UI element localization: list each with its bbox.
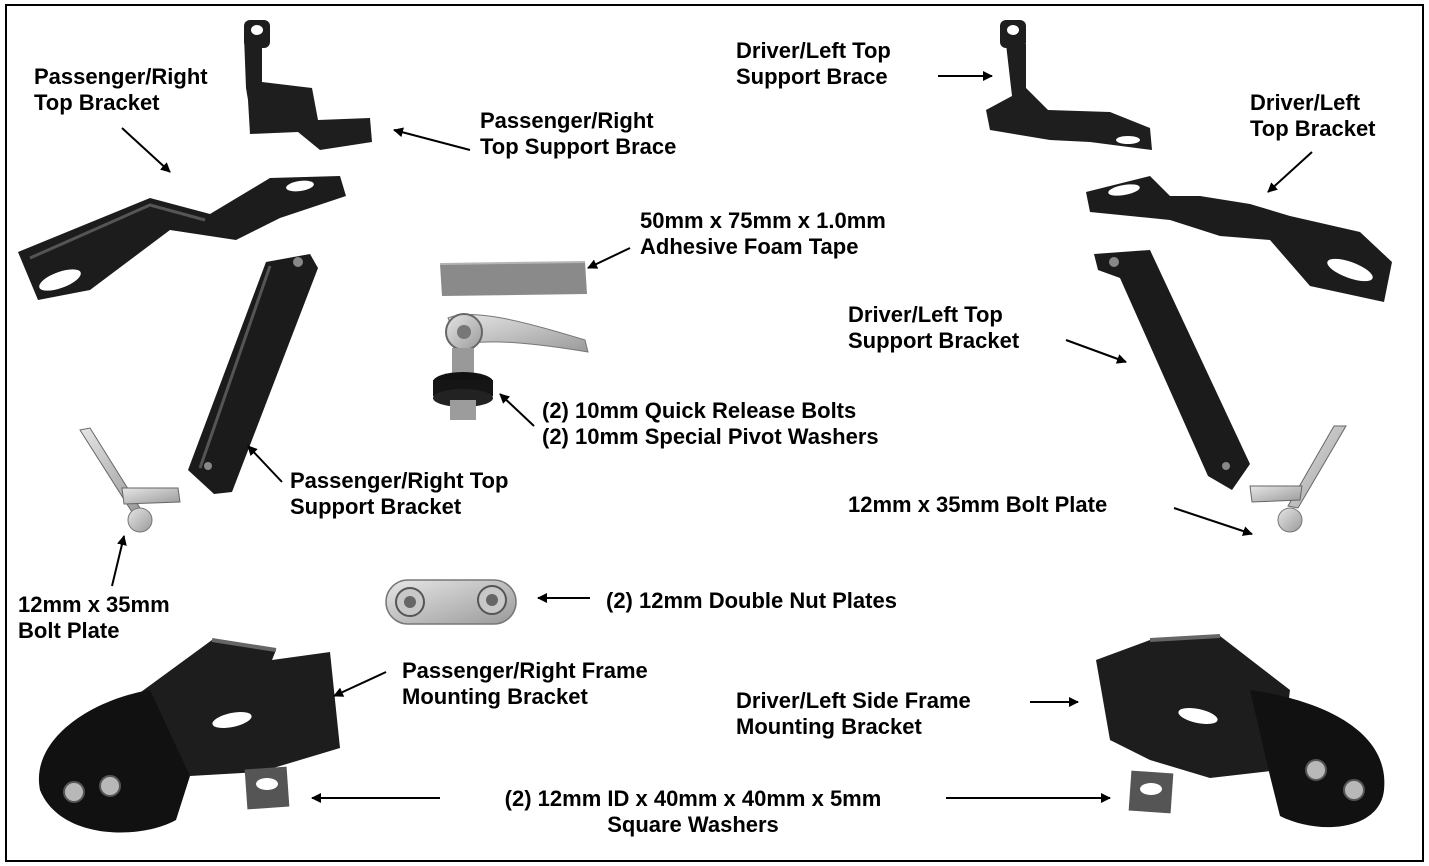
right-bolt-plate [1249, 425, 1347, 533]
left-bolt-plate [79, 427, 181, 533]
label-driver-frame-mounting-bracket: Driver/Left Side Frame Mounting Bracket [736, 688, 971, 739]
label-passenger-top-bracket: Passenger/Right Top Bracket [34, 64, 208, 115]
label-left-bolt-plate: 12mm x 35mm Bolt Plate [18, 592, 170, 643]
arrow-passenger-frame-mounting-bracket [333, 671, 387, 697]
label-driver-top-support-brace: Driver/Left Top Support Brace [736, 38, 891, 89]
label-driver-top-bracket: Driver/Left Top Bracket [1250, 90, 1376, 141]
driver-top-bracket [1086, 176, 1392, 302]
label-square-washers: (2) 12mm ID x 40mm x 40mm x 5mm Square W… [504, 786, 882, 837]
passenger-top-support-brace [244, 20, 372, 150]
driver-top-support-brace [986, 20, 1152, 150]
arrow-left-bolt-plate [111, 535, 127, 587]
left-square-washer [244, 766, 290, 810]
arrow-driver-top-bracket [1267, 151, 1313, 193]
double-nut-plate [385, 579, 517, 625]
driver-top-support-bracket [1094, 250, 1250, 490]
passenger-top-support-bracket [188, 254, 318, 494]
quick-release-bolt [433, 313, 589, 420]
passenger-top-bracket [18, 176, 346, 300]
label-passenger-frame-mounting-bracket: Passenger/Right Frame Mounting Bracket [402, 658, 648, 709]
arrow-adhesive-foam-tape [587, 247, 631, 269]
passenger-frame-mounting-bracket [38, 638, 340, 833]
arrow-passenger-top-support-brace [393, 127, 471, 151]
label-right-bolt-plate: 12mm x 35mm Bolt Plate [848, 492, 1108, 517]
label-quick-release-bolts: (2) 10mm Quick Release Bolts (2) 10mm Sp… [542, 398, 879, 449]
adhesive-foam-tape [439, 261, 587, 296]
label-double-nut-plates: (2) 12mm Double Nut Plates [606, 588, 897, 613]
arrow-driver-top-support-bracket [1065, 339, 1127, 364]
label-passenger-top-support-brace: Passenger/Right Top Support Brace [480, 108, 677, 159]
label-driver-top-support-bracket: Driver/Left Top Support Bracket [848, 302, 1020, 353]
right-square-washer [1128, 770, 1174, 814]
arrow-passenger-top-support-bracket [247, 445, 283, 483]
label-adhesive-foam-tape: 50mm x 75mm x 1.0mm Adhesive Foam Tape [640, 208, 886, 259]
driver-frame-mounting-bracket [1096, 634, 1385, 828]
arrow-passenger-top-bracket [121, 127, 171, 173]
leader-arrows [111, 71, 1313, 803]
label-passenger-top-support-bracket: Passenger/Right Top Support Bracket [290, 468, 509, 519]
arrow-quick-release-bolts [499, 393, 535, 427]
arrow-right-bolt-plate [1173, 507, 1253, 536]
